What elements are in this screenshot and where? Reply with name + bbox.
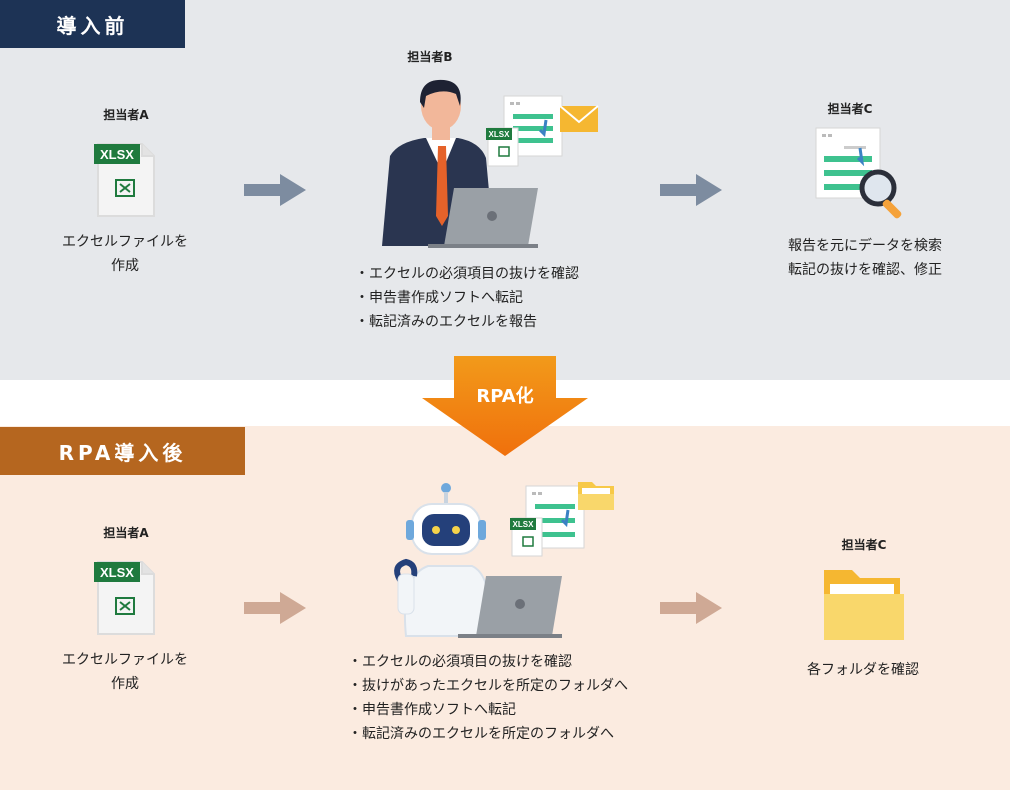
rpa-transition-label: RPA化: [476, 386, 534, 407]
after-role-a: 担当者A: [103, 526, 149, 540]
before-title: 導入前: [0, 0, 185, 48]
list-item: エクセルの必須項目の抜けを確認: [355, 262, 579, 286]
rpa-transition-arrow-icon: [422, 356, 588, 458]
before-caption-c: 報告を元にデータを検索 転記の抜けを確認、修正: [788, 238, 942, 278]
list-item: エクセルの必須項目の抜けを確認: [348, 650, 628, 674]
robot-illustration: XLSX: [392, 476, 618, 638]
after-role-c: 担当者C: [841, 538, 887, 552]
xlsx-label: XLSX: [100, 147, 134, 162]
xlsx-label: XLSX: [513, 520, 535, 529]
list-item: 転記済みのエクセルを所定のフォルダへ: [348, 722, 628, 746]
excel-file-icon: XLSX: [92, 558, 158, 638]
excel-file-icon: XLSX: [92, 140, 158, 220]
after-task-list: エクセルの必須項目の抜けを確認 抜けがあったエクセルを所定のフォルダへ 申告書作…: [348, 650, 628, 746]
before-caption-a: エクセルファイルを 作成: [62, 234, 188, 274]
after-caption-c: 各フォルダを確認: [807, 662, 919, 678]
businessman-illustration: XLSX: [368, 76, 608, 248]
list-item: 転記済みのエクセルを報告: [355, 310, 579, 334]
after-caption-a: エクセルファイルを 作成: [62, 652, 188, 692]
list-item: 申告書作成ソフトへ転記: [348, 698, 628, 722]
arrow-right-icon: [660, 590, 724, 626]
list-item: 申告書作成ソフトへ転記: [355, 286, 579, 310]
xlsx-label: XLSX: [100, 565, 134, 580]
arrow-right-icon: [660, 172, 724, 208]
before-role-a: 担当者A: [103, 108, 149, 122]
before-role-c: 担当者C: [827, 102, 873, 116]
list-item: 抜けがあったエクセルを所定のフォルダへ: [348, 674, 628, 698]
arrow-right-icon: [244, 172, 308, 208]
before-role-b: 担当者B: [407, 50, 453, 64]
arrow-right-icon: [244, 590, 308, 626]
folder-icon: [820, 566, 906, 642]
before-task-list: エクセルの必須項目の抜けを確認 申告書作成ソフトへ転記 転記済みのエクセルを報告: [355, 262, 579, 334]
xlsx-label: XLSX: [489, 130, 511, 139]
document-search-icon: [814, 126, 914, 222]
after-title: RPA導入後: [0, 427, 245, 475]
